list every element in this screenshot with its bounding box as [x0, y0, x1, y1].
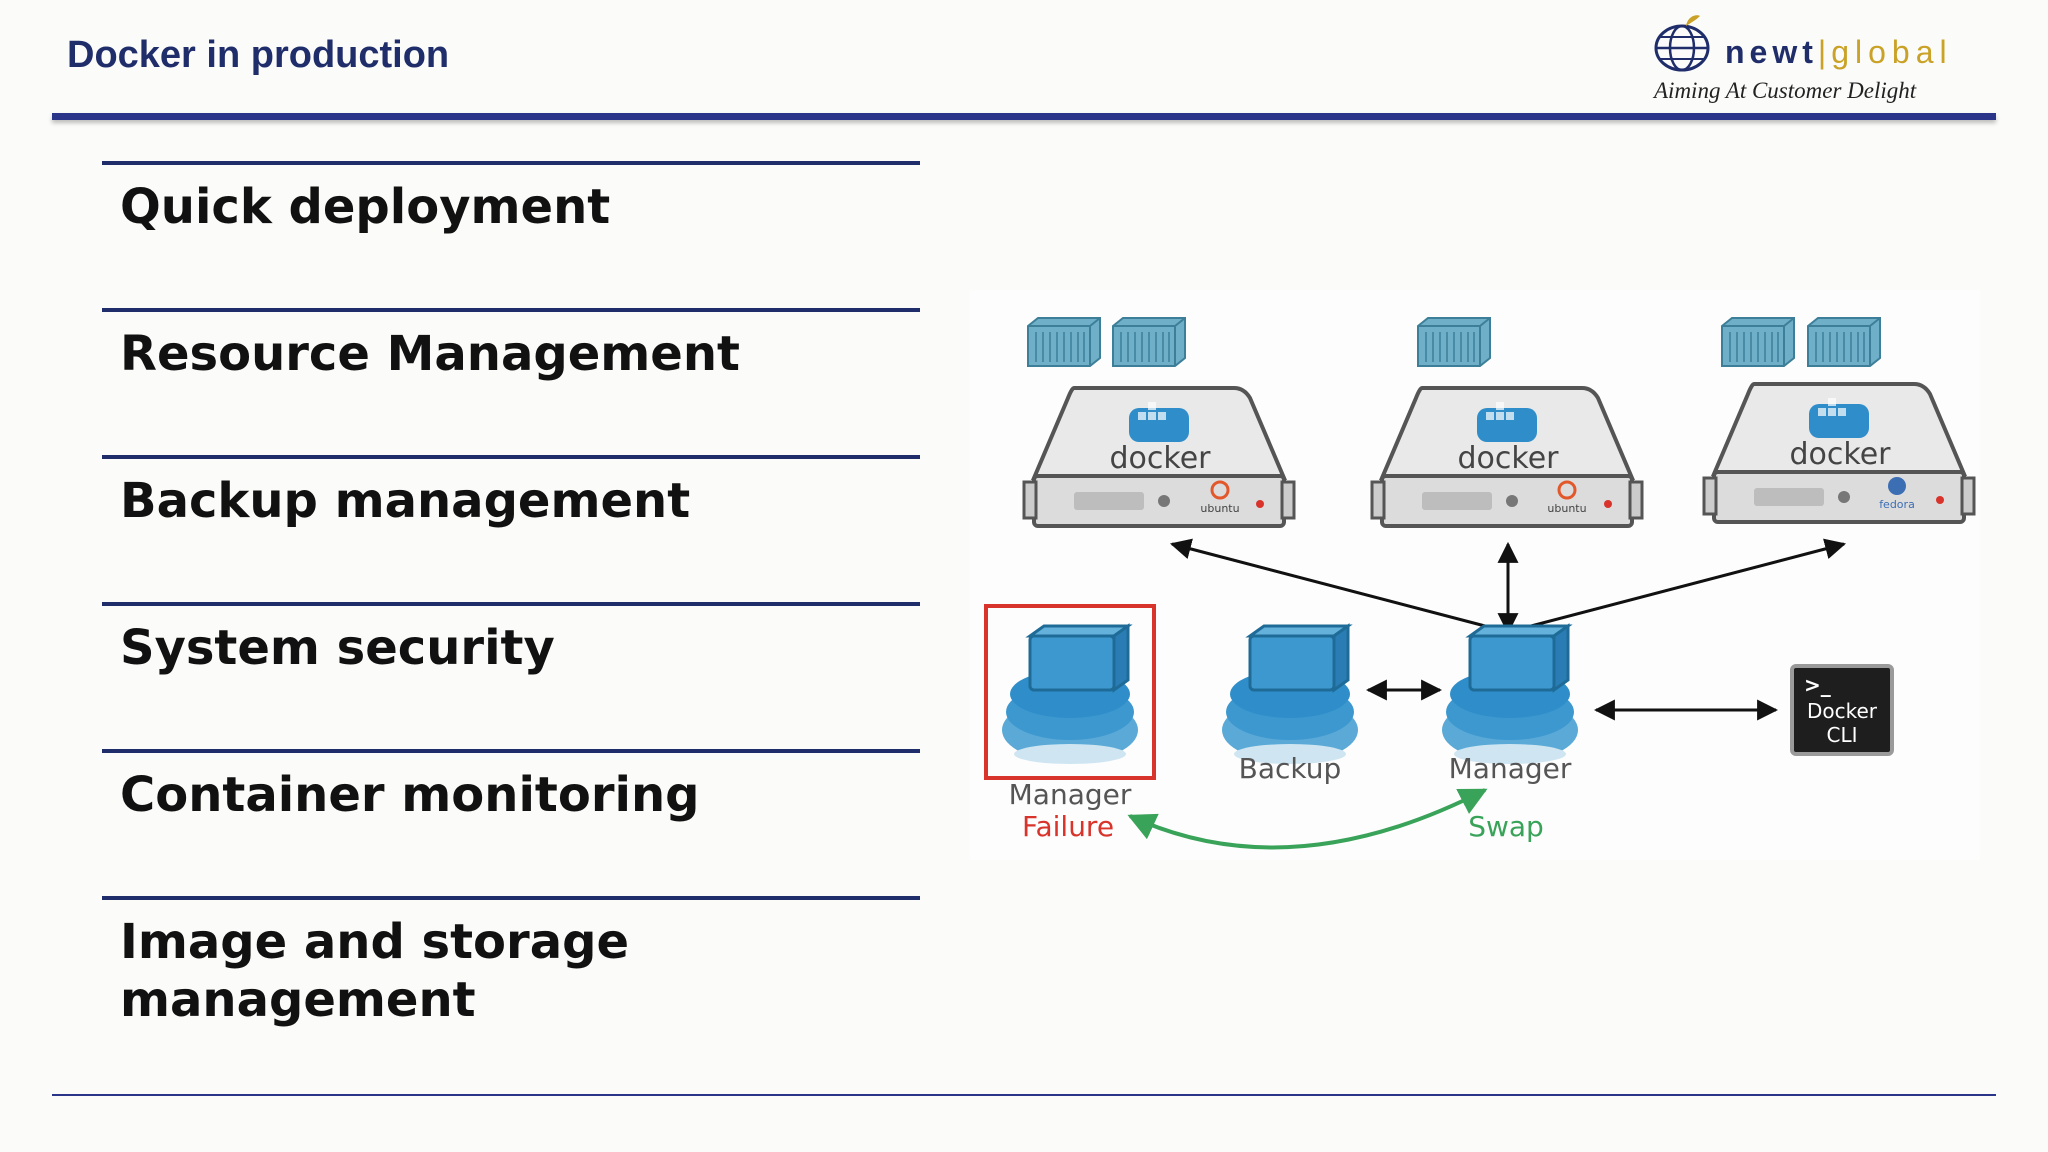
ubuntu-icon [1210, 480, 1230, 500]
cli-prompt: >_ [1804, 673, 1831, 697]
docker-cli-icon: >_ Docker CLI [1790, 664, 1894, 756]
docker-swarm-diagram: docker ubuntu docker ubuntu docker fedor… [970, 290, 1980, 860]
feature-item: Resource Management [102, 308, 920, 455]
feature-item: Backup management [102, 455, 920, 602]
docker-host: docker ubuntu [1022, 386, 1296, 528]
swap-arrow [1127, 788, 1488, 850]
container-box [1112, 317, 1186, 367]
node-label: Manager [1009, 778, 1132, 811]
failure-highlight [984, 604, 1156, 780]
globe-icon [1654, 15, 1710, 72]
logo-name-right: global [1831, 34, 1953, 70]
container-box [1417, 317, 1491, 367]
connection-arrow [1507, 538, 1847, 634]
feature-item: Container monitoring [102, 749, 920, 896]
swap-label: Swap [1468, 810, 1544, 843]
container-box [1027, 317, 1101, 367]
feature-item: System security [102, 602, 920, 749]
host-label: docker [1110, 441, 1212, 476]
node-label: Backup [1239, 752, 1342, 785]
logo-wordmark: newt|global [1725, 34, 1953, 71]
host-os-label: ubuntu [1200, 502, 1239, 515]
host-label: docker [1458, 441, 1560, 476]
container-box [1807, 317, 1881, 367]
host-label: docker [1790, 437, 1892, 472]
docker-host: docker fedora [1702, 382, 1976, 524]
logo-tagline: Aiming At Customer Delight [1654, 78, 1917, 103]
slide-title: Docker in production [67, 34, 450, 76]
feature-item: Image and storage management [102, 896, 920, 1043]
fedora-icon [1888, 477, 1906, 495]
feature-list: Quick deployment Resource Management Bac… [102, 161, 920, 1043]
logo-separator: | [1817, 34, 1832, 70]
company-logo: newt|global Aiming At Customer Delight [1650, 6, 2010, 110]
host-os-label: fedora [1879, 498, 1915, 511]
host-os-label: ubuntu [1547, 502, 1586, 515]
node-label: Manager [1449, 752, 1572, 785]
cli-label-line1: Docker [1807, 699, 1878, 723]
ubuntu-icon [1557, 480, 1577, 500]
connection-arrow [1169, 538, 1509, 634]
container-box [1721, 317, 1795, 367]
docker-host: docker ubuntu [1370, 386, 1644, 528]
failure-label: Failure [1022, 810, 1114, 843]
feature-item: Quick deployment [102, 161, 920, 308]
header-divider [52, 113, 1996, 120]
logo-name-left: newt [1725, 34, 1818, 70]
cli-label-line2: CLI [1826, 723, 1857, 747]
footer-divider [52, 1094, 1996, 1096]
